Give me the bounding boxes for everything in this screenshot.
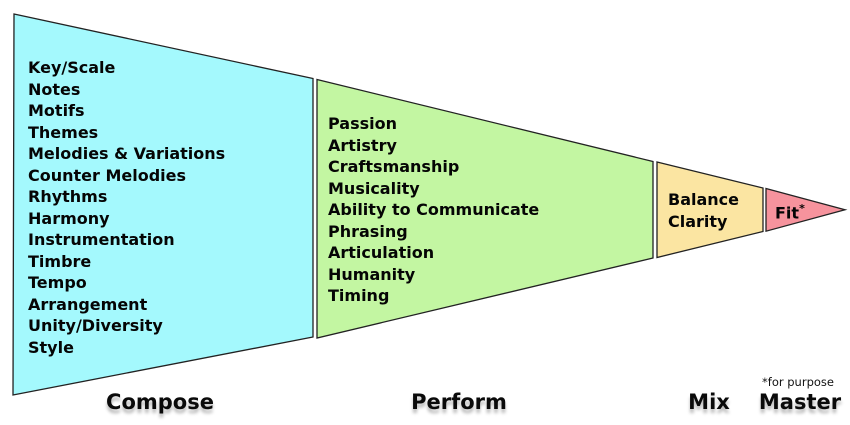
list-item: Clarity bbox=[668, 211, 728, 231]
list-item: Timbre bbox=[28, 251, 92, 271]
list-item: Key/Scale bbox=[28, 58, 116, 77]
list-item: Harmony bbox=[28, 208, 110, 228]
mix-shape bbox=[656, 161, 764, 259]
list-item: Fit* bbox=[775, 198, 805, 224]
list-item: Notes bbox=[28, 79, 81, 99]
compose-item-list: Key/Scale Notes Motifs Themes Melodies &… bbox=[28, 57, 225, 358]
master-item-list: Fit* bbox=[775, 198, 805, 224]
list-item: Themes bbox=[28, 122, 99, 142]
list-item: Motifs bbox=[28, 101, 85, 120]
list-item: Craftsmanship bbox=[328, 157, 460, 176]
mix-item-list: Balance Clarity bbox=[668, 189, 739, 232]
list-item: Timing bbox=[328, 286, 390, 305]
compose-shape bbox=[12, 13, 314, 396]
fit-asterisk: * bbox=[799, 202, 805, 215]
list-item: Melodies & Variations bbox=[28, 144, 226, 163]
master-shape bbox=[765, 187, 848, 233]
master-stage-label: Master bbox=[758, 390, 842, 414]
list-item: Ability to Communicate bbox=[328, 200, 540, 219]
compose-stage-label: Compose bbox=[106, 390, 214, 414]
list-item: Balance bbox=[668, 190, 739, 209]
perform-stage-label: Perform bbox=[411, 390, 507, 414]
list-item: Counter Melodies bbox=[28, 165, 187, 185]
list-item: Arrangement bbox=[28, 294, 148, 314]
footnote: *for purpose bbox=[762, 375, 834, 389]
list-item: Tempo bbox=[28, 273, 87, 292]
list-item: Rhythms bbox=[28, 187, 108, 206]
list-item: Musicality bbox=[328, 178, 420, 198]
perform-shape bbox=[316, 78, 654, 339]
list-item: Style bbox=[28, 337, 74, 357]
list-item: Artistry bbox=[328, 135, 397, 155]
list-item: Instrumentation bbox=[28, 230, 175, 249]
perform-item-list: Passion Artistry Craftsmanship Musicalit… bbox=[328, 113, 539, 307]
list-item: Articulation bbox=[328, 243, 435, 262]
fit-label: Fit bbox=[775, 203, 800, 223]
list-item: Unity/Diversity bbox=[28, 316, 163, 335]
list-item: Phrasing bbox=[328, 221, 408, 241]
list-item: Humanity bbox=[328, 264, 416, 284]
list-item: Passion bbox=[328, 114, 398, 133]
mix-stage-label: Mix bbox=[688, 390, 730, 414]
